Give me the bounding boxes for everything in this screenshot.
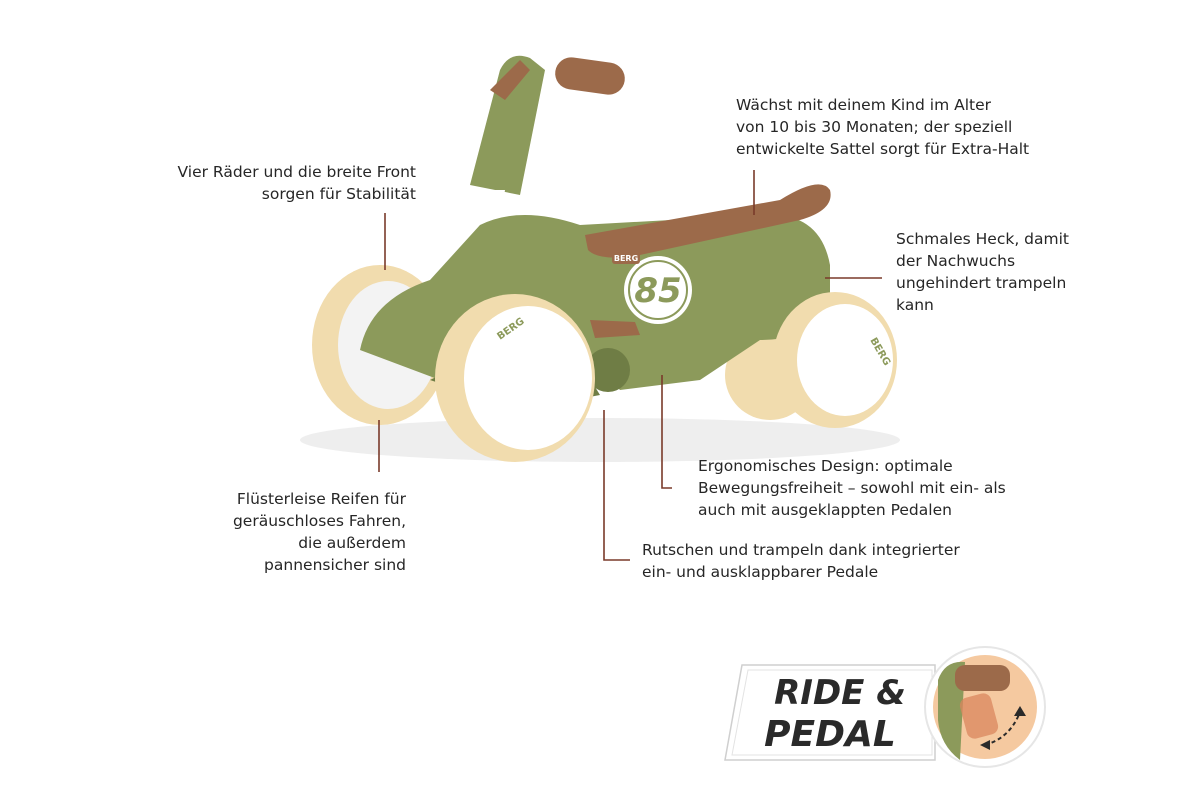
callout-rear-line-2: der Nachwuchs <box>896 252 1016 270</box>
callout-rear-line-4: kann <box>896 296 934 314</box>
ride-and-pedal-badge: RIDE & PEDAL <box>724 646 1046 768</box>
callout-seat-line-1: Wächst mit deinem Kind im Alter <box>736 96 992 114</box>
callout-ergonomic-line-3: auch mit ausgeklappten Pedalen <box>698 501 952 519</box>
callout-seat-line-2: von 10 bis 30 Monaten; der speziell <box>736 118 1013 136</box>
callout-rear-line-3: ungehindert trampeln <box>896 274 1067 292</box>
rear-main-wheel: BERG <box>773 292 897 428</box>
handlebar-stem <box>470 55 625 220</box>
callout-pedals-line-2: ein- und ausklappbarer Pedale <box>642 563 879 581</box>
leader-ergonomic <box>661 375 672 489</box>
body-logo: BERG <box>614 254 638 263</box>
number-plate <box>624 256 692 324</box>
callout-ergonomic-line-1: Ergonomisches Design: optimale <box>698 457 953 475</box>
callout-seat-line-3: entwickelte Sattel sorgt für Extra-Halt <box>736 140 1030 158</box>
pedal <box>590 320 640 338</box>
callout-rear: Schmales Heck, damit der Nachwuchs ungeh… <box>896 228 1096 316</box>
leader-lines <box>378 170 882 561</box>
ground-shadow <box>300 418 900 462</box>
callout-stability-line-1: Vier Räder und die breite Front <box>177 163 417 181</box>
callout-seat: Wächst mit deinem Kind im Alter von 10 b… <box>736 94 1076 160</box>
seat <box>585 184 831 258</box>
handle-grip <box>555 57 625 95</box>
callout-pedals-line-1: Rutschen und trampeln dank integrierter <box>642 541 960 559</box>
callout-tires-line-1: Flüsterleise Reifen für <box>236 490 406 508</box>
callout-ergonomic-line-2: Bewegungsfreiheit – sowohl mit ein- als <box>698 479 1006 497</box>
callout-stability-line-2: sorgen für Stabilität <box>261 185 416 203</box>
leader-pedals <box>603 410 630 561</box>
callout-tires: Flüsterleise Reifen für geräuschloses Fa… <box>180 488 406 576</box>
callout-tires-line-3: die außerdem <box>298 534 406 552</box>
callout-tires-line-4: pannensicher sind <box>264 556 406 574</box>
callout-pedals: Rutschen und trampeln dank integrierter … <box>642 539 1002 583</box>
callout-ergonomic: Ergonomisches Design: optimale Bewegungs… <box>698 455 1058 521</box>
front-left-wheel: BERG <box>435 294 595 462</box>
callout-tires-line-2: geräuschloses Fahren, <box>232 512 406 530</box>
badge-line-1: RIDE & <box>774 673 906 713</box>
number-text: 85 <box>634 271 681 311</box>
badge-line-2: PEDAL <box>764 714 896 755</box>
callout-rear-line-1: Schmales Heck, damit <box>896 230 1069 248</box>
callout-stability: Vier Räder und die breite Front sorgen f… <box>150 161 417 205</box>
